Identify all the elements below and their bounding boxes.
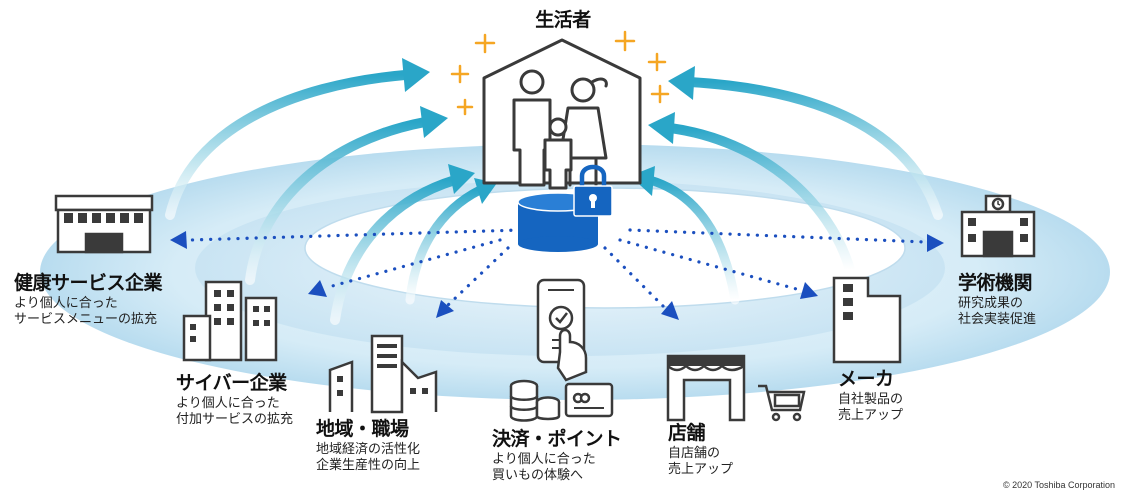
node-maker: メーカ 自社製品の 売上アップ <box>838 368 903 424</box>
node-cyber: サイバー企業 より個人に合った 付加サービスの拡充 <box>176 372 293 428</box>
sparkle-icon <box>647 52 667 72</box>
data-flow-arrows <box>165 70 943 325</box>
node-desc-line: 売上アップ <box>668 462 734 477</box>
copyright-text: © 2020 Toshiba Corporation <box>1002 480 1115 490</box>
lock-icon <box>573 164 613 217</box>
maker-building-icon <box>832 276 902 364</box>
arrow-head-cyber <box>420 106 448 138</box>
arrow-payment <box>405 185 485 305</box>
node-title: 店舗 <box>668 422 706 444</box>
node-academic: 学術機関 研究成果の 社会実装促進 <box>958 272 1036 328</box>
arrow-head-region <box>448 164 475 194</box>
dots-to-cyber <box>323 238 502 290</box>
dot-heads <box>170 231 944 320</box>
coins-icon <box>509 379 561 422</box>
dot-head-health <box>170 231 187 249</box>
arrow-store <box>645 175 740 305</box>
family-icon <box>512 69 608 190</box>
arrow-region <box>330 175 460 325</box>
sparkle-icon <box>650 84 670 104</box>
cyber-company-buildings-icon <box>182 280 278 362</box>
node-desc-line: 自社製品の <box>838 391 904 407</box>
node-desc-line: 企業生産性の向上 <box>316 458 421 473</box>
node-desc-line: 売上アップ <box>838 408 904 423</box>
node-desc-line: より個人に合った <box>492 451 596 467</box>
data-share-dots <box>188 228 927 310</box>
node-health: 健康サービス企業 より個人に合った サービスメニューの拡充 <box>14 272 163 328</box>
node-title: 健康サービス企業 <box>14 272 163 294</box>
node-desc-line: サービスメニューの拡充 <box>14 312 158 327</box>
node-region: 地域・職場 地域経済の活性化 企業生産性の向上 <box>316 418 420 474</box>
credit-card-icon <box>564 382 614 418</box>
arrow-cyber <box>245 117 430 285</box>
dots-to-maker <box>618 238 802 292</box>
dot-head-region <box>436 300 454 318</box>
arrow-health <box>165 70 410 220</box>
store-icon <box>666 354 746 422</box>
node-desc-line: 地域経済の活性化 <box>316 441 421 457</box>
dot-head-store <box>661 301 679 320</box>
dots-to-academic <box>628 228 927 244</box>
node-desc-line: 付加サービスの拡充 <box>176 412 294 427</box>
arrow-maker <box>665 123 855 275</box>
sparkle-icon <box>474 33 496 54</box>
node-desc-line: 社会実装促進 <box>958 312 1037 327</box>
node-title: 学術機関 <box>958 272 1033 294</box>
dot-head-cyber <box>308 280 327 297</box>
region-workplace-buildings-icon <box>328 334 438 414</box>
academic-building-icon <box>960 194 1036 258</box>
node-desc-line: 買いもの体験へ <box>492 468 584 483</box>
node-title: 地域・職場 <box>316 418 409 440</box>
hub-title: 生活者 <box>535 9 591 31</box>
health-service-building-icon <box>54 194 154 254</box>
node-store: 店舗 自店舗の 売上アップ <box>668 422 733 478</box>
dot-head-maker <box>800 282 818 299</box>
database-icon <box>517 192 599 252</box>
node-desc-line: より個人に合った <box>176 395 280 411</box>
node-payment: 決済・ポイント より個人に合った 買いもの体験へ <box>492 428 622 484</box>
node-desc-line: 研究成果の <box>958 295 1024 311</box>
node-title: メーカ <box>838 368 894 390</box>
arrow-academic <box>685 77 943 220</box>
sparkle-icons <box>450 30 670 116</box>
node-desc-line: より個人に合った <box>14 295 118 311</box>
dots-to-health <box>188 228 522 242</box>
arrow-head-health <box>402 58 430 92</box>
dot-head-academic <box>927 234 944 252</box>
sparkle-icon <box>450 64 470 84</box>
arrow-head-maker <box>648 112 675 144</box>
shopping-cart-icon <box>758 384 806 422</box>
sparkle-icon <box>456 98 474 116</box>
node-title: サイバー企業 <box>176 372 287 394</box>
node-title: 決済・ポイント <box>492 428 622 450</box>
hub-label: 生活者 <box>513 9 613 33</box>
sparkle-icon <box>614 30 636 52</box>
node-desc-line: 自店舗の <box>668 445 721 461</box>
smartphone-payment-icon <box>536 278 588 382</box>
arrow-head-academic <box>668 66 695 100</box>
